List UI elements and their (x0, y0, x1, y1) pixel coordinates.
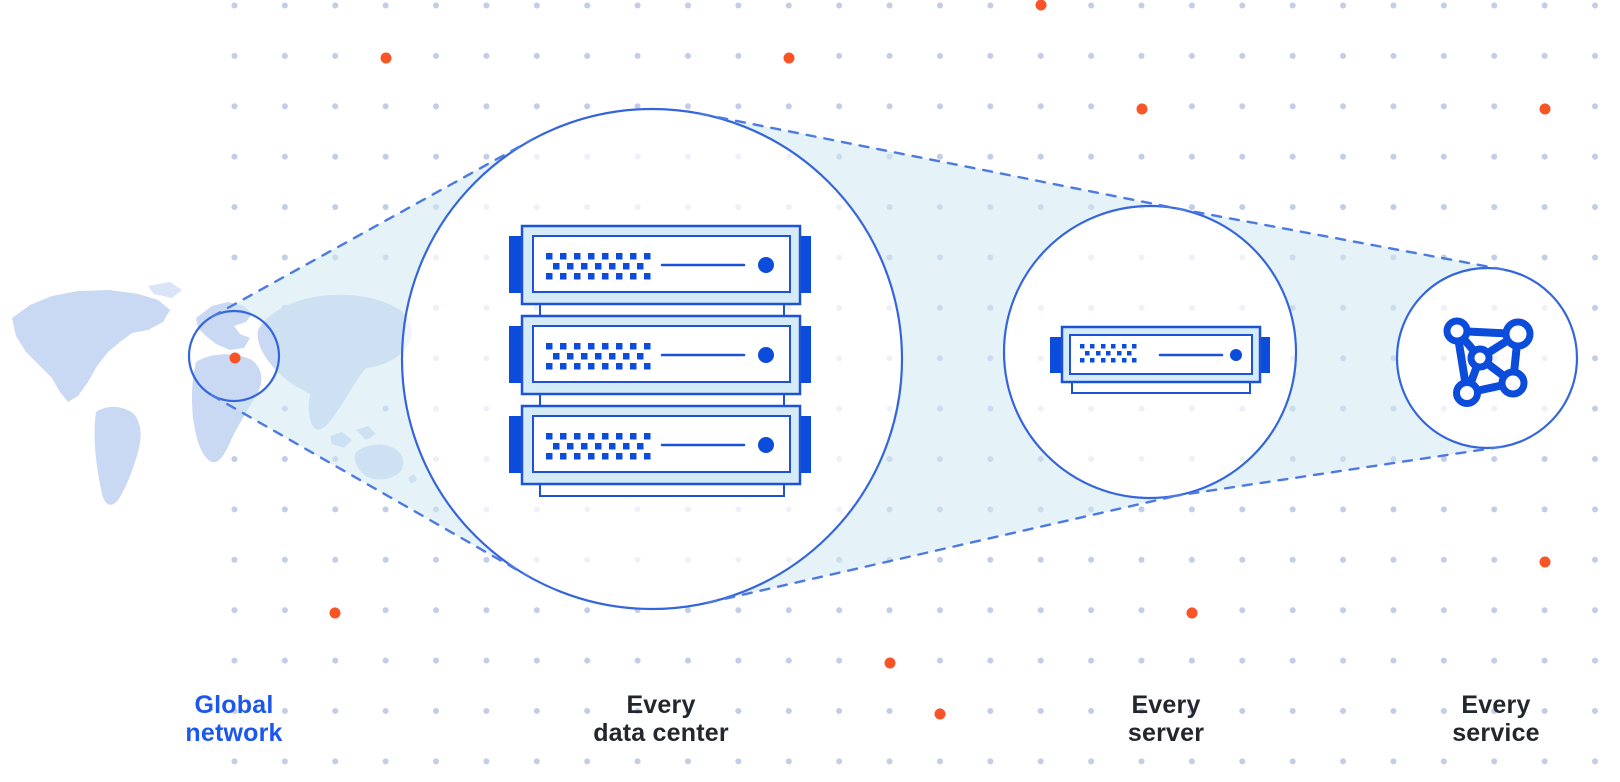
label-line: Global (194, 691, 274, 719)
label-line: Every (1131, 691, 1201, 719)
accent-dot (1539, 556, 1551, 568)
label-every-data-center: Every data center (593, 691, 729, 747)
led-dot-matrix (546, 433, 651, 460)
server-unit-icon (1050, 325, 1270, 394)
dashed-line (1175, 207, 1505, 271)
continent-africa (192, 354, 262, 463)
accent-dot (1136, 103, 1148, 115)
led-dot-matrix (546, 253, 651, 280)
accent-dot (783, 52, 795, 64)
accent-dot (884, 657, 896, 669)
dashed-line (699, 112, 1180, 211)
dashed-connector-lines (210, 112, 1505, 604)
zoom-beam-server-to-service (1171, 208, 1504, 497)
server-unit (509, 314, 811, 396)
continent-greenland (148, 282, 182, 298)
continent-europe (196, 302, 252, 350)
location-dot-icon (229, 352, 241, 364)
server-unit (509, 404, 811, 486)
rack-base (539, 483, 785, 497)
dashed-line (706, 493, 1184, 604)
label-line: Every (626, 691, 696, 719)
server-rack-stack-icon (509, 224, 811, 497)
global-network-circle (187, 309, 281, 403)
rack-connector (539, 393, 785, 407)
led-dot-matrix (1080, 344, 1137, 363)
accent-dot (934, 708, 946, 720)
accent-dot (1186, 607, 1198, 619)
label-line: Every (1461, 691, 1531, 719)
power-knob (1230, 349, 1242, 361)
accent-dot (1035, 0, 1047, 11)
power-knob (758, 257, 774, 273)
dashed-line (210, 139, 532, 318)
label-line: server (1127, 719, 1205, 747)
power-knob (758, 347, 774, 363)
accent-dot (380, 52, 392, 64)
accent-dots (329, 0, 1551, 720)
label-every-service: Every service (1452, 691, 1540, 747)
zoom-beams (211, 113, 1504, 603)
map-zoom-circle (187, 309, 281, 403)
label-line: service (1452, 719, 1540, 747)
rack-connector (539, 303, 785, 317)
server-base (1071, 381, 1251, 394)
dashed-line (210, 393, 529, 578)
network-graph-icon (1443, 317, 1534, 407)
zoom-beam-map-to-datacenter (211, 140, 531, 577)
label-line: data center (593, 719, 729, 747)
power-knob (758, 437, 774, 453)
server-unit (509, 224, 811, 306)
accent-dot (329, 607, 341, 619)
accent-dot (1539, 103, 1551, 115)
continent-north-america (12, 290, 170, 402)
label-global-network: Global network (185, 691, 282, 747)
continent-south-america (94, 406, 141, 505)
label-every-server: Every server (1128, 691, 1204, 747)
dashed-line (1170, 445, 1502, 498)
led-dot-matrix (546, 343, 651, 370)
zoom-beam-datacenter-to-server (700, 113, 1183, 603)
label-line: network (185, 719, 283, 747)
